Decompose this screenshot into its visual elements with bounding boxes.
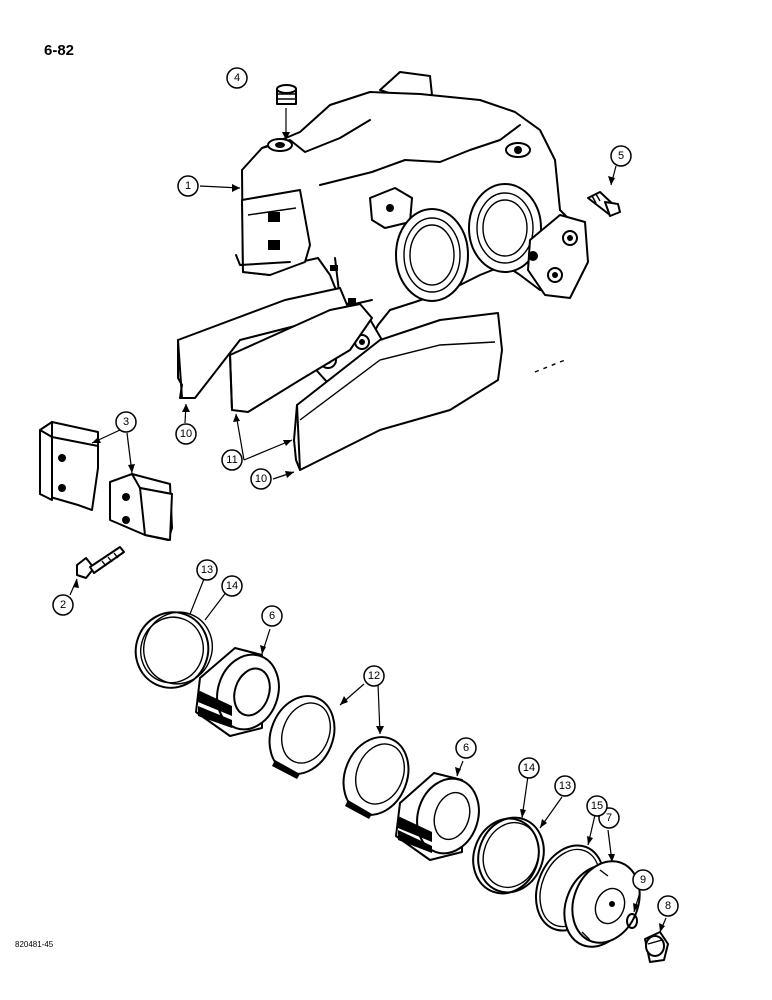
callout-13-lower: 13 [554, 775, 576, 797]
drawing-code: 820481-45 [15, 940, 54, 949]
leader-lines [69, 132, 667, 933]
caliper-housing [235, 71, 589, 399]
callout-10-rear: 10 [175, 423, 197, 445]
seal-rings-lower [472, 816, 545, 895]
callout-12: 12 [363, 665, 385, 687]
svg-text:10: 10 [255, 473, 267, 485]
svg-text:6: 6 [463, 742, 469, 754]
svg-text:9: 9 [640, 874, 646, 886]
callout-2: 2 [52, 594, 74, 616]
callout-6-upper: 6 [261, 605, 283, 627]
callout-13-upper: 13 [196, 559, 218, 581]
svg-text:15: 15 [591, 800, 603, 812]
pad-plates [39, 421, 173, 541]
small-o-ring [626, 913, 638, 929]
svg-text:1: 1 [185, 180, 191, 192]
callout-6-lower: 6 [455, 737, 477, 759]
svg-text:3: 3 [123, 416, 129, 428]
callout-15: 15 [586, 795, 608, 817]
svg-text:11: 11 [226, 454, 237, 466]
piston-upper [195, 647, 280, 737]
callout-8: 8 [657, 895, 679, 917]
piston-lower [395, 772, 480, 861]
dust-boots [268, 695, 410, 819]
svg-text:2: 2 [60, 599, 66, 611]
callout-5: 5 [610, 145, 632, 167]
bleeder-screw [587, 191, 621, 217]
svg-text:10: 10 [180, 428, 192, 440]
svg-text:14: 14 [226, 580, 238, 592]
callout-3: 3 [115, 411, 137, 433]
callout-4: 4 [226, 67, 248, 89]
brake-pads [177, 287, 566, 471]
bolt [76, 546, 125, 579]
page-number: 6-82 [44, 42, 75, 59]
svg-text:8: 8 [665, 900, 671, 912]
svg-text:5: 5 [618, 150, 624, 162]
svg-text:12: 12 [368, 670, 380, 682]
callout-1: 1 [177, 175, 199, 197]
plug [644, 931, 669, 963]
svg-text:4: 4 [234, 72, 240, 84]
callout-9: 9 [632, 869, 654, 891]
callout-10-front: 10 [250, 468, 272, 490]
seal-rings-upper [134, 611, 213, 689]
callout-11: 11 [221, 449, 243, 471]
svg-text:7: 7 [606, 812, 612, 824]
pipe-plug [276, 84, 297, 140]
svg-text:6: 6 [269, 610, 275, 622]
callout-14-upper: 14 [221, 575, 243, 597]
svg-text:13: 13 [559, 780, 571, 792]
callout-14-lower: 14 [518, 757, 540, 779]
svg-text:13: 13 [201, 564, 213, 576]
svg-text:14: 14 [523, 762, 535, 774]
